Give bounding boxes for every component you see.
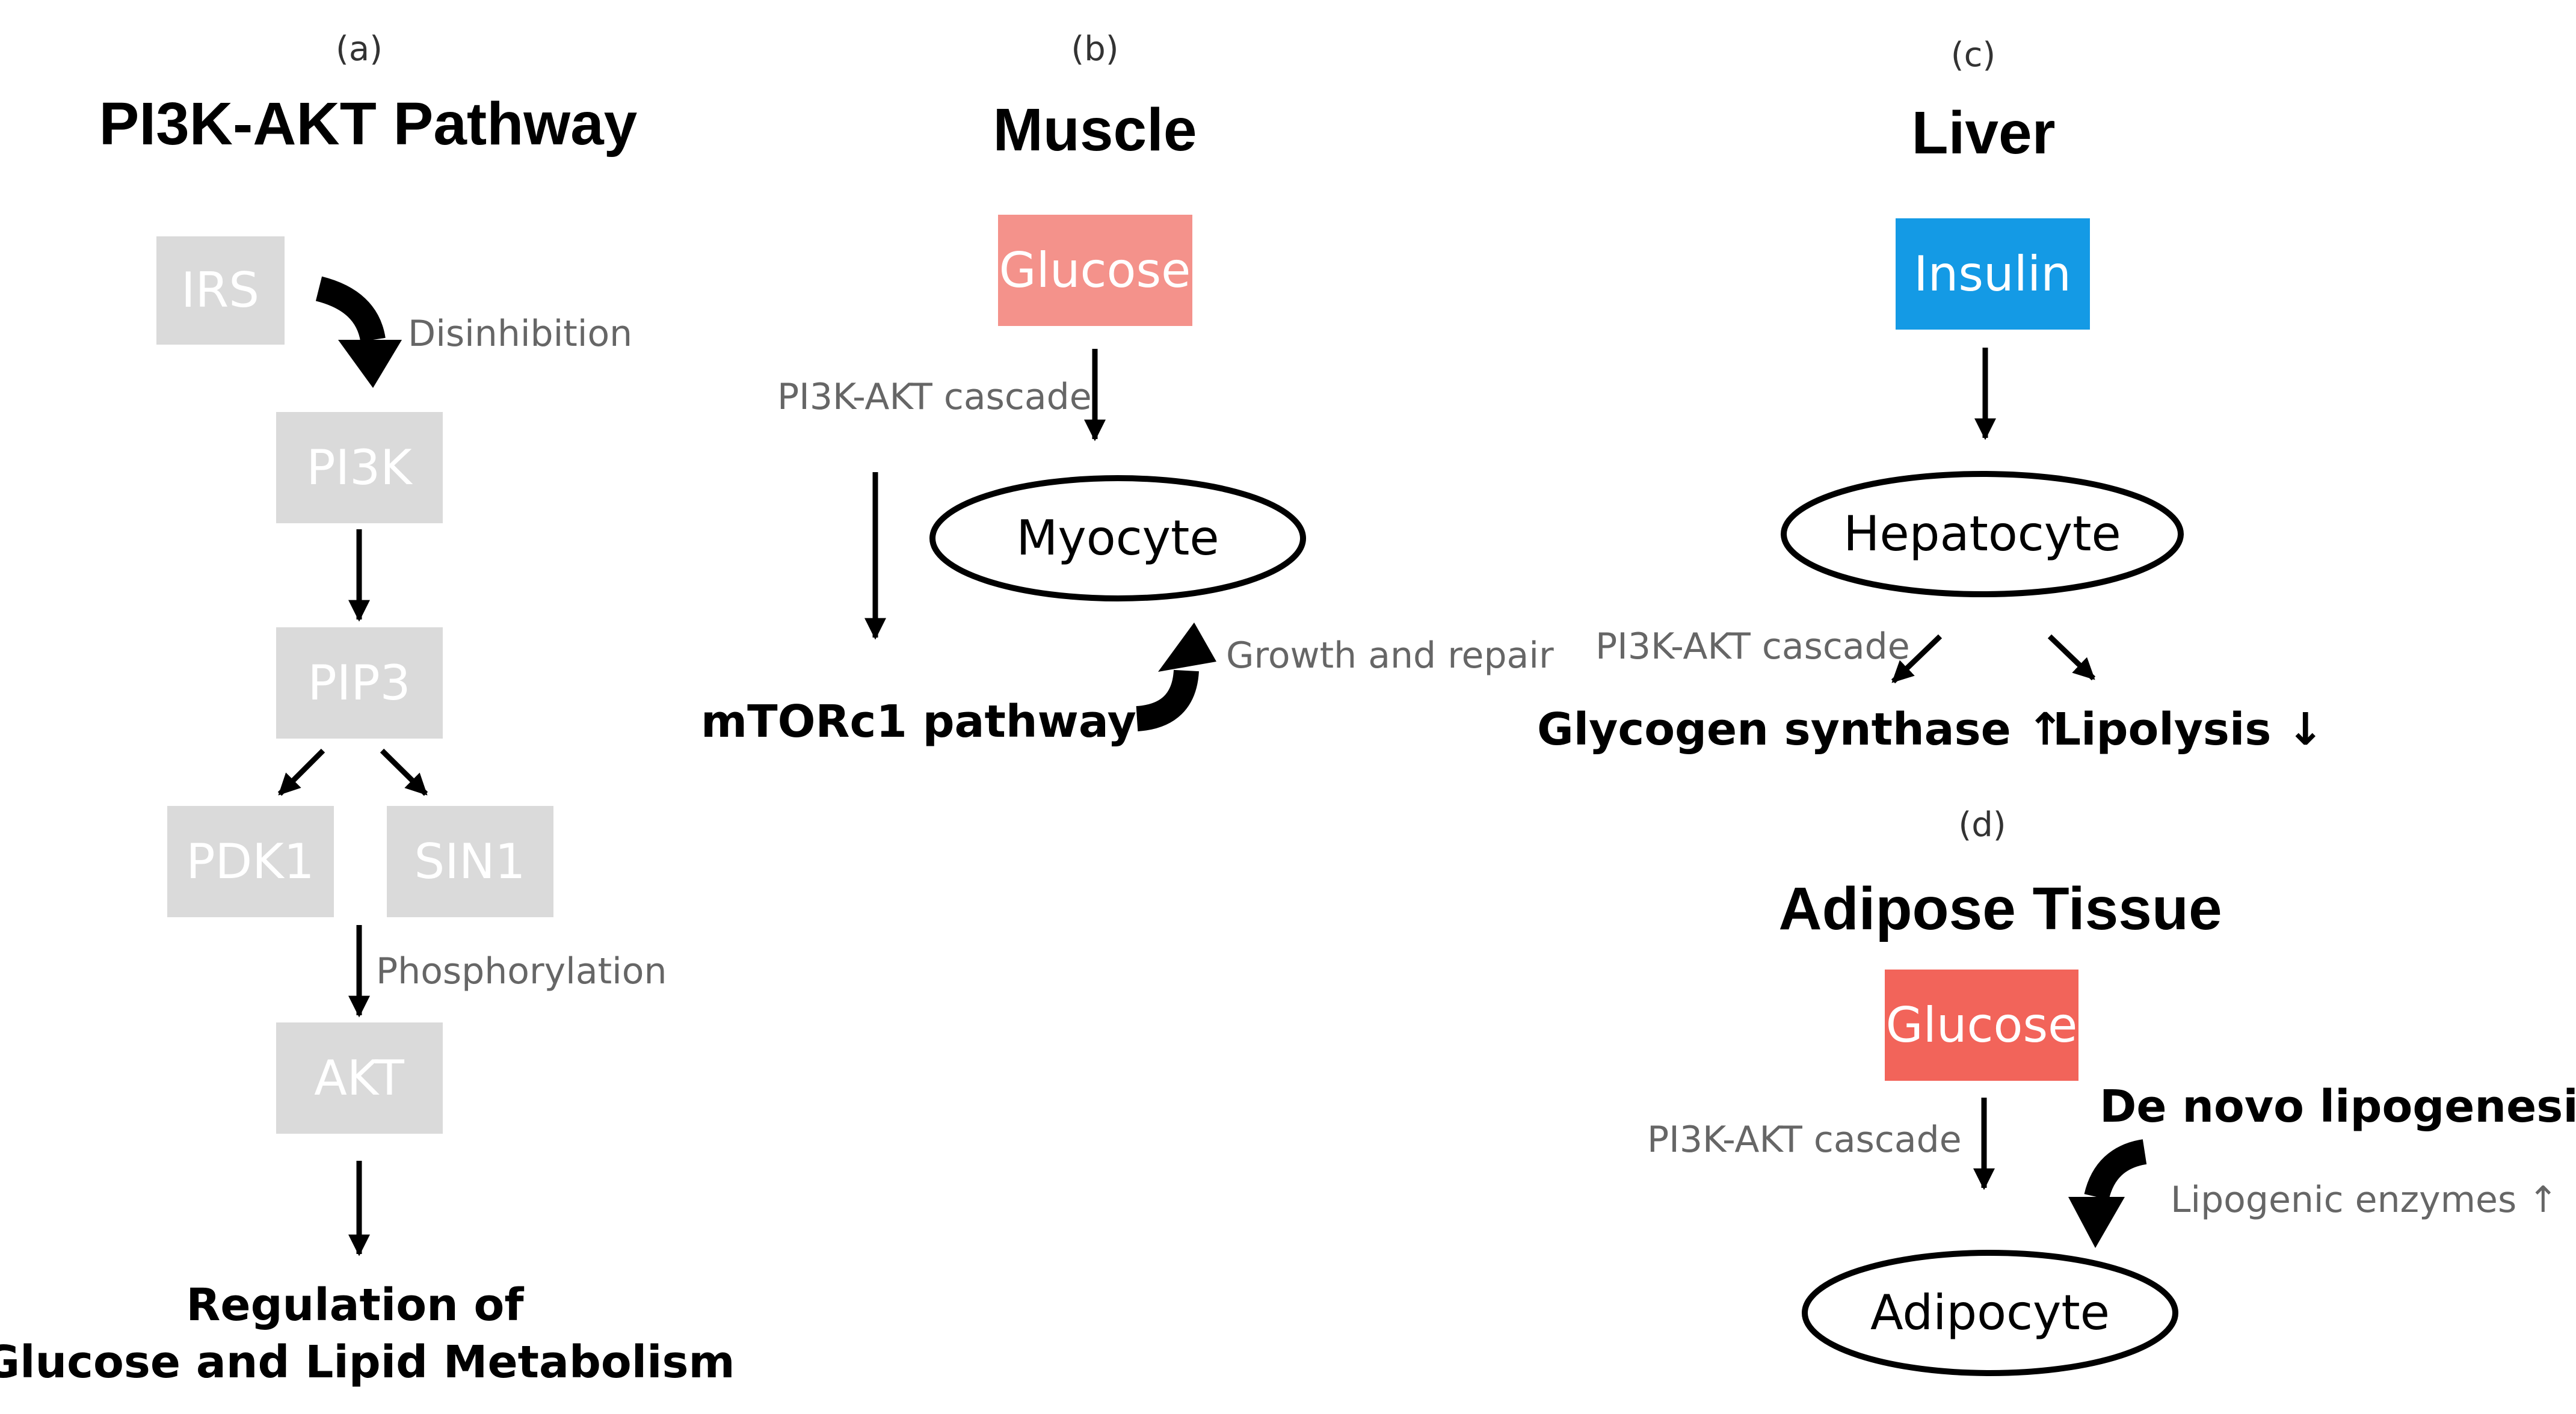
- adipocyte-label: Adipocyte: [1870, 1285, 2110, 1341]
- disinhibition-label: Disinhibition: [408, 313, 632, 355]
- pdk1-label: PDK1: [186, 834, 314, 890]
- outcome-line-1: Regulation of: [186, 1279, 524, 1331]
- panel-a-label: (a): [336, 29, 383, 69]
- sin1-label: SIN1: [414, 834, 525, 890]
- pip3-box: [276, 627, 443, 739]
- mtorc1-pathway-label: mTORc1 pathway: [701, 696, 1136, 748]
- outcome-line-2: Glucose and Lipid Metabolism: [0, 1336, 735, 1388]
- growth-repair-arrow: [1135, 669, 1199, 731]
- insulin-box: [1896, 218, 2090, 330]
- adipose-glucose-box: [1885, 970, 2078, 1081]
- panel-a: (a) PI3K-AKT Pathway IRS Disinhibition P…: [0, 29, 735, 1388]
- panel-d-label: (d): [1958, 805, 2006, 844]
- myocyte-label: Myocyte: [1016, 510, 1219, 566]
- disinhibition-arrowhead: [338, 340, 402, 388]
- panel-b-label: (b): [1071, 29, 1118, 69]
- panel-c-label: (c): [1951, 35, 1995, 75]
- irs-box: [156, 236, 285, 345]
- akt-box: [276, 1022, 443, 1134]
- sin1-box: [387, 806, 553, 917]
- liver-cascade-label: PI3K-AKT cascade: [1595, 626, 1910, 668]
- panel-c-title: Liver: [1911, 99, 2055, 167]
- akt-label: AKT: [314, 1050, 405, 1106]
- lipogenesis-arrowhead: [2068, 1197, 2125, 1248]
- panel-b-title: Muscle: [993, 96, 1197, 164]
- pip3-to-pdk1-arrow: [277, 748, 325, 796]
- pi3k-box: [276, 412, 443, 523]
- hepatocyte-to-glycogen-arrow: [1891, 634, 1943, 684]
- hepatocyte-to-lipolysis-arrow: [2047, 634, 2096, 681]
- hepatocyte-label: Hepatocyte: [1843, 506, 2121, 562]
- panel-c: (c) Liver Insulin Hepatocyte PI3K-AKT ca…: [1537, 35, 2324, 755]
- pi3k-label: PI3K: [306, 440, 413, 496]
- phosphorylation-label: Phosphorylation: [376, 950, 667, 992]
- muscle-cascade-label: PI3K-AKT cascade: [777, 376, 1092, 418]
- lipogenesis-arrow: [2084, 1139, 2147, 1200]
- panel-d-title: Adipose Tissue: [1778, 875, 2222, 942]
- growth-repair-label: Growth and repair: [1226, 635, 1554, 677]
- irs-label: IRS: [181, 262, 259, 318]
- adipocyte-cell: [1802, 1250, 2178, 1376]
- de-novo-lipogenesis-label: De novo lipogenesis: [2100, 1081, 2576, 1133]
- adipose-cascade-label: PI3K-AKT cascade: [1647, 1119, 1962, 1161]
- lipolysis-label: Lipolysis ↓: [2053, 704, 2324, 755]
- muscle-glucose-label: Glucose: [999, 242, 1191, 298]
- panel-a-title: PI3K-AKT Pathway: [99, 90, 638, 158]
- muscle-glucose-box: [998, 215, 1192, 326]
- glycogen-synthase-label: Glycogen synthase ↑: [1537, 704, 2064, 755]
- disinhibition-arrow: [315, 276, 386, 343]
- adipose-glucose-label: Glucose: [1886, 997, 2078, 1053]
- growth-repair-arrowhead: [1158, 622, 1216, 672]
- panel-b: (b) Muscle Glucose PI3K-AKT cascade Myoc…: [701, 29, 1554, 748]
- insulin-label: Insulin: [1914, 246, 2071, 302]
- hepatocyte-cell: [1781, 471, 2184, 597]
- panel-d: (d) Adipose Tissue Glucose PI3K-AKT casc…: [1647, 805, 2576, 1376]
- pip3-to-sin1-arrow: [380, 748, 428, 796]
- pip3-label: PIP3: [308, 655, 411, 711]
- lipogenic-enzymes-label: Lipogenic enzymes ↑: [2171, 1179, 2559, 1221]
- pdk1-box: [167, 806, 334, 917]
- myocyte-cell: [929, 475, 1306, 601]
